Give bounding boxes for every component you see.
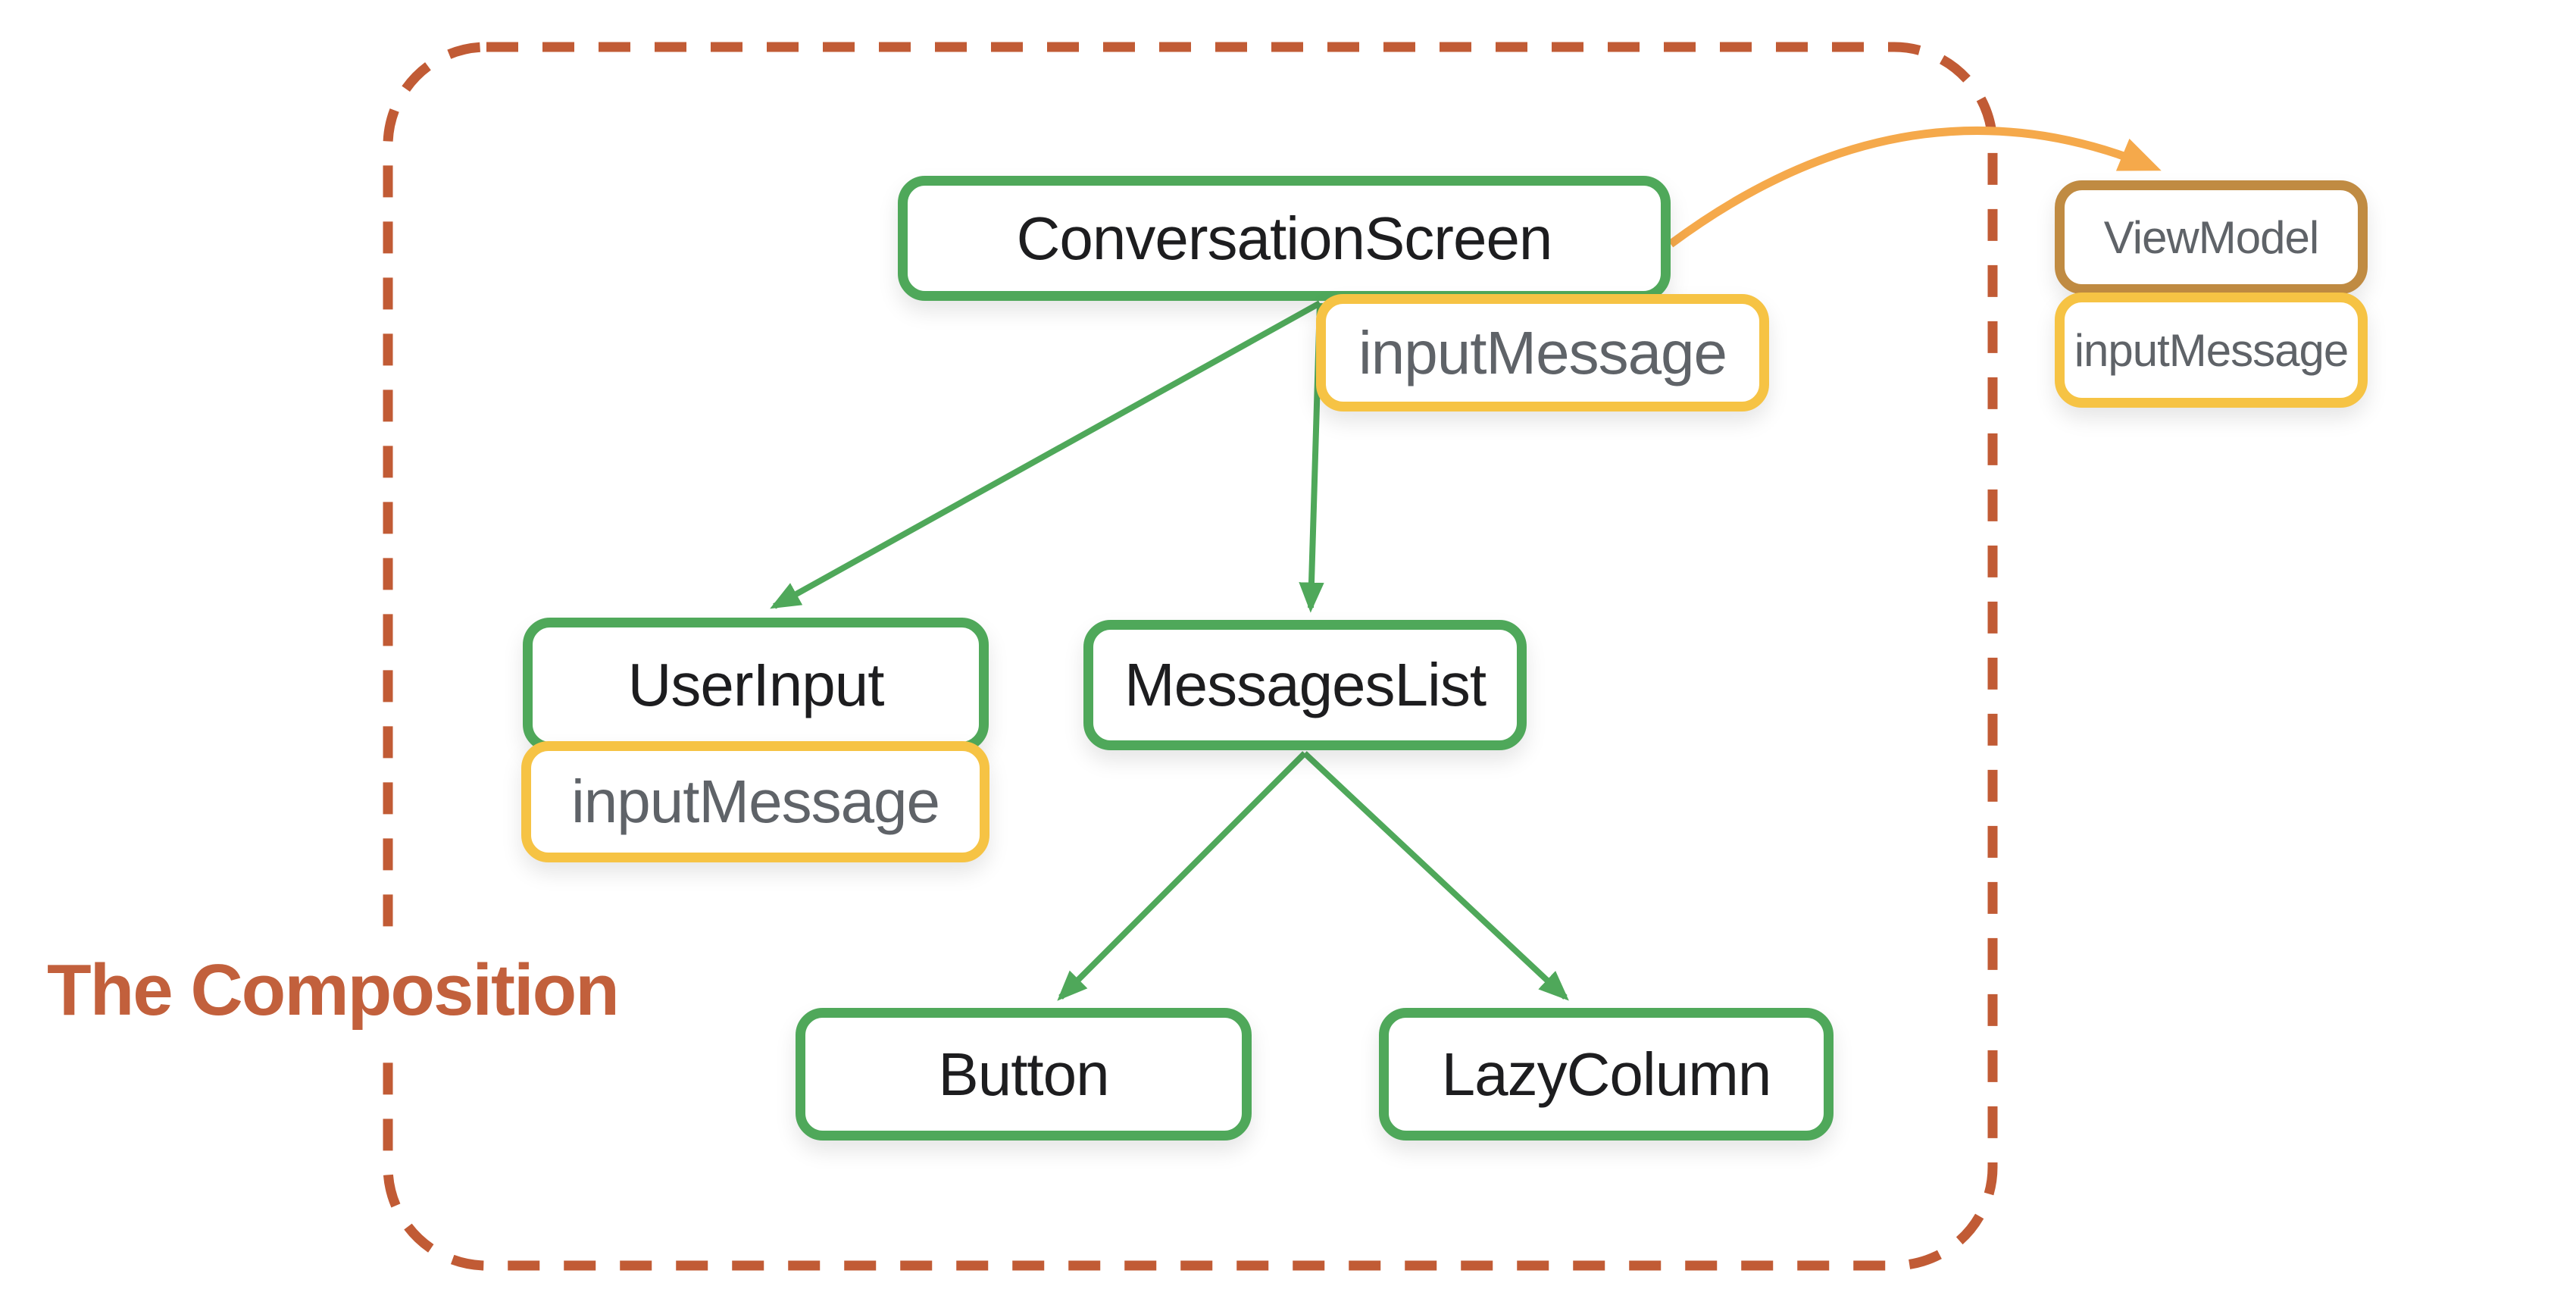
node-label: ViewModel (2103, 211, 2319, 263)
node-view-model: ViewModel (2055, 180, 2368, 294)
node-lazy-column: LazyColumn (1379, 1008, 1834, 1141)
node-conversation-screen: ConversationScreen (898, 176, 1671, 301)
state-label: inputMessage (571, 768, 940, 835)
edge-messageslist-lazycolumn (1302, 751, 1569, 1001)
node-label: MessagesList (1124, 651, 1487, 718)
node-user-input: UserInput (523, 618, 989, 752)
node-label: ConversationScreen (1016, 204, 1553, 272)
edge-conversationscreen-userinput (770, 300, 1321, 609)
node-label: Button (938, 1040, 1109, 1108)
node-label: LazyColumn (1441, 1040, 1772, 1108)
node-label: UserInput (627, 650, 885, 718)
state-box-view-model: inputMessage (2055, 293, 2368, 408)
state-label: inputMessage (2074, 324, 2349, 376)
composition-boundary (383, 42, 1998, 1271)
edge-conversationscreen-viewmodel (1668, 126, 2162, 248)
diagram-caption: The Composition (30, 938, 638, 1047)
state-label: inputMessage (1358, 318, 1727, 386)
node-button: Button (796, 1008, 1252, 1141)
state-box-conversation-screen: inputMessage (1316, 294, 1769, 411)
state-box-user-input: inputMessage (521, 741, 989, 862)
edge-messageslist-button (1057, 751, 1307, 1001)
node-messages-list: MessagesList (1083, 620, 1527, 750)
